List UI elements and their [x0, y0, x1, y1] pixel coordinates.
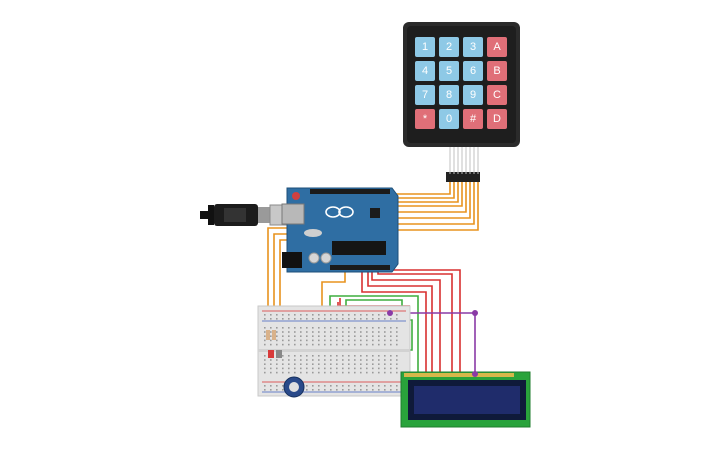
keypad-key-label: 9 [470, 89, 476, 101]
keypad-key-label: 1 [422, 41, 428, 53]
keypad-key-label: # [470, 113, 477, 125]
keypad-key[interactable] [415, 37, 435, 57]
keypad-key-label: 2 [446, 41, 452, 53]
keypad-key[interactable] [439, 109, 459, 129]
arduino-logo-icon [325, 206, 354, 218]
usb-cable-icon [200, 204, 295, 226]
usb-jack [281, 203, 305, 225]
keypad-key-label: 5 [446, 65, 452, 77]
keypad-key[interactable] [463, 61, 483, 81]
analog-header [330, 265, 390, 270]
keypad-key[interactable] [439, 61, 459, 81]
lcd-16x2 [400, 371, 531, 428]
keypad-key-label: * [423, 113, 428, 125]
keypad-key[interactable] [463, 85, 483, 105]
breadboard [257, 305, 478, 398]
keypad-key[interactable] [487, 109, 507, 129]
keypad-key-label: 8 [446, 89, 452, 101]
keypad-key[interactable] [487, 85, 507, 105]
keypad-key-label: 0 [446, 113, 452, 125]
potentiometer-icon[interactable] [283, 376, 305, 398]
lcd-screen [414, 386, 520, 414]
resistor-2 [272, 330, 276, 340]
keypad-key-label: 7 [422, 89, 428, 101]
keypad-key[interactable] [487, 61, 507, 81]
digital-header [310, 189, 390, 194]
wires [267, 182, 479, 372]
keypad-key[interactable] [415, 61, 435, 81]
keypad-keys: 1 2 3 A 4 5 6 B 7 8 9 C * 0 # D [415, 37, 507, 129]
keypad[interactable]: 1 2 3 A 4 5 6 B 7 8 9 C * 0 # D [403, 22, 520, 182]
keypad-key-label: 6 [470, 65, 476, 77]
keypad-key-label: A [493, 41, 501, 53]
led-red [268, 350, 274, 358]
reset-button-icon[interactable] [292, 192, 300, 200]
led-2 [276, 350, 282, 358]
keypad-key[interactable] [439, 85, 459, 105]
keypad-key[interactable] [415, 109, 435, 129]
keypad-key-label: D [493, 113, 501, 125]
keypad-key[interactable] [439, 37, 459, 57]
microcontroller-chip-icon [332, 241, 386, 255]
power-jack [282, 252, 302, 268]
keypad-key-label: C [493, 89, 501, 101]
keypad-key-label: 3 [470, 41, 476, 53]
keypad-key-label: B [493, 65, 500, 77]
keypad-key[interactable] [487, 37, 507, 57]
keypad-key[interactable] [463, 37, 483, 57]
keypad-key-label: 4 [422, 65, 428, 77]
keypad-key[interactable] [463, 109, 483, 129]
crystal [304, 229, 322, 237]
lcd-pin-header [404, 373, 514, 377]
resistor-1 [266, 330, 270, 340]
keypad-key[interactable] [415, 85, 435, 105]
arduino-board[interactable] [281, 187, 399, 273]
keypad-connector [446, 147, 480, 182]
